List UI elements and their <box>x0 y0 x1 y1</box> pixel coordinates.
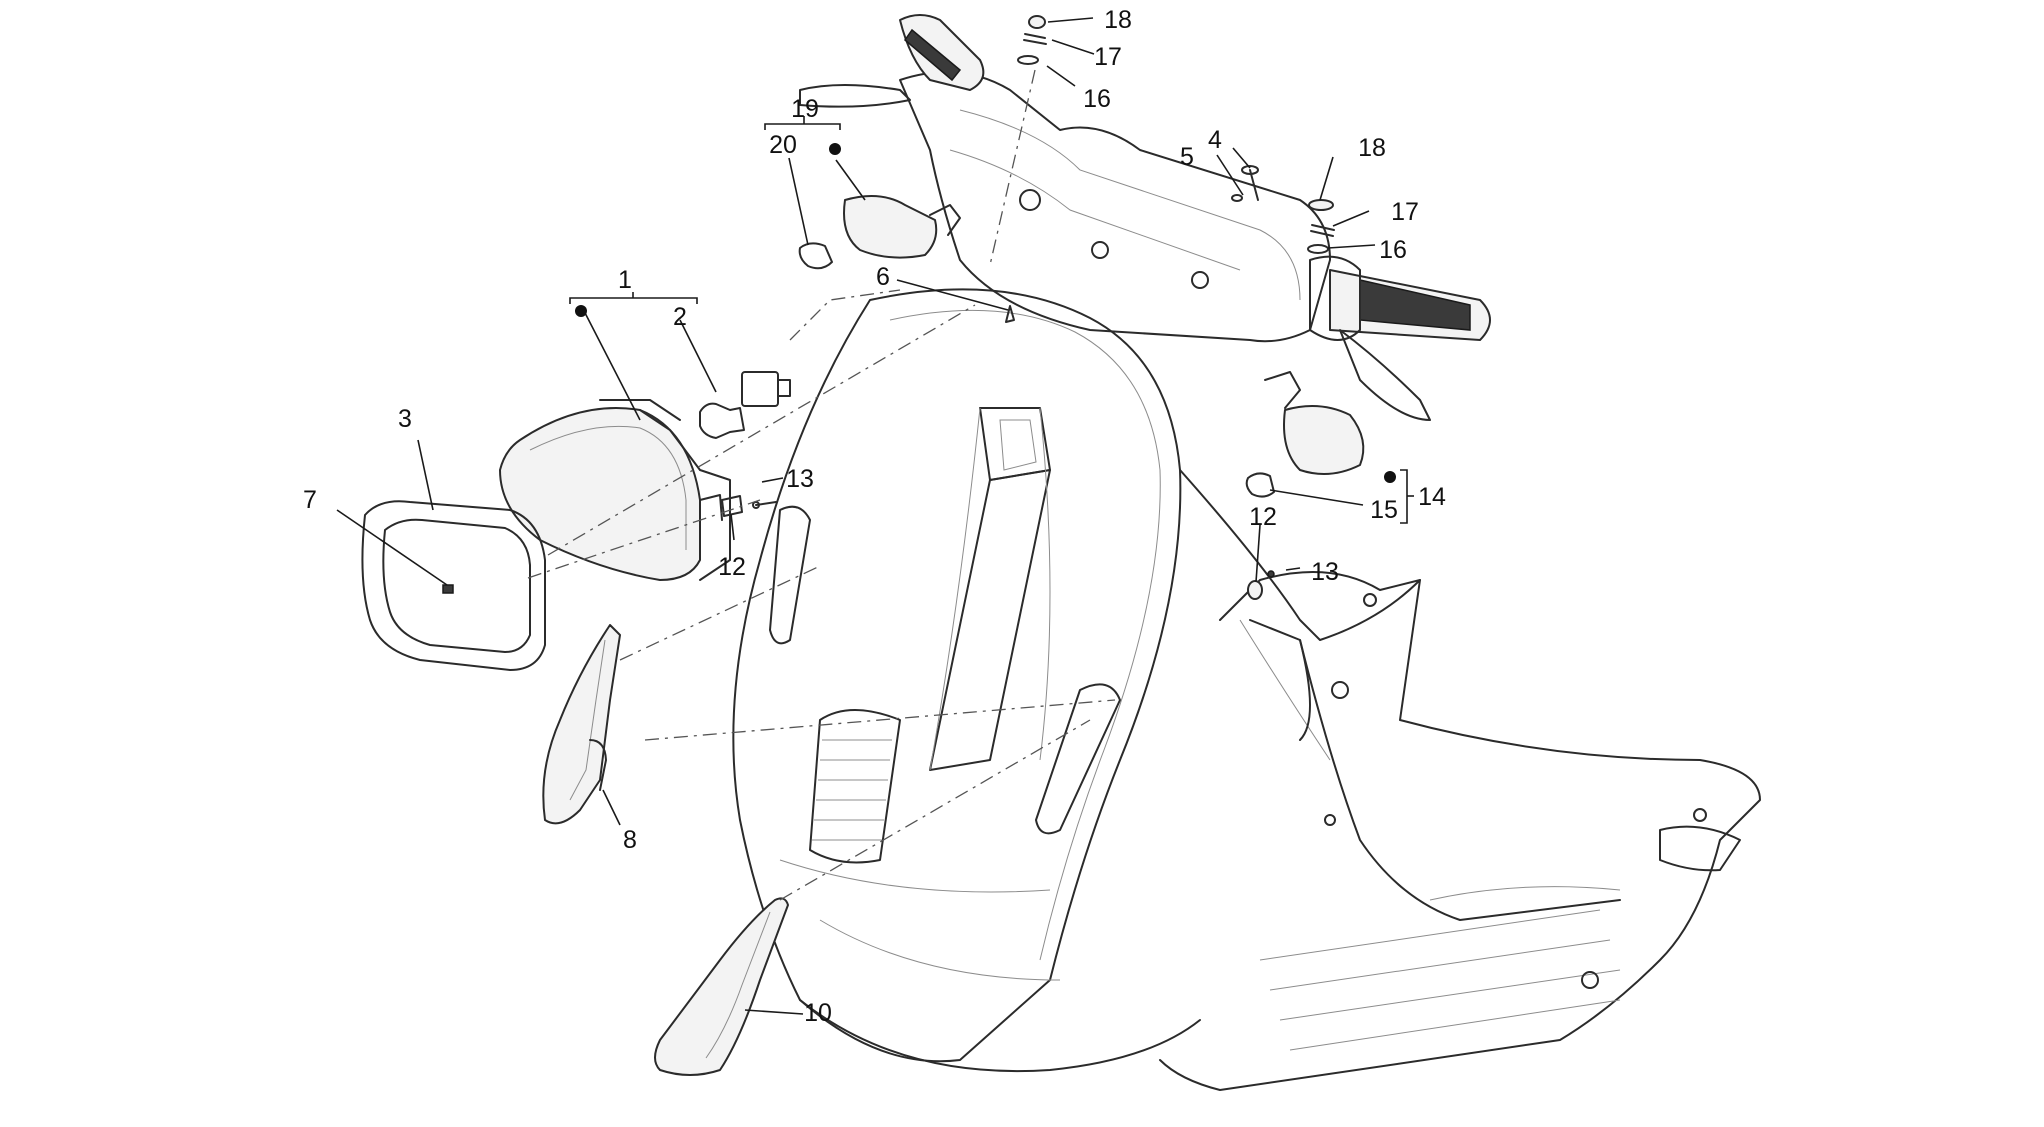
headlamp-rim <box>361 500 546 671</box>
callout-16-top: 16 <box>1083 85 1111 113</box>
callout-12-right: 12 <box>1249 503 1277 531</box>
assembly-guide-lines <box>527 69 1116 901</box>
group-marker-dot <box>575 305 587 317</box>
callout-12-left: 12 <box>718 553 746 581</box>
callout-7: 7 <box>303 486 317 514</box>
callout-6: 6 <box>876 263 890 291</box>
group-marker-dot <box>829 143 841 155</box>
leader-lines <box>336 17 1376 1015</box>
callout-4: 4 <box>1208 126 1222 154</box>
callout-10: 10 <box>804 999 832 1027</box>
group-marker-dot <box>1384 471 1396 483</box>
callout-18-right: 18 <box>1358 134 1386 162</box>
side-marker-light <box>542 624 621 825</box>
callout-16-right: 16 <box>1379 236 1407 264</box>
callout-14: 14 <box>1418 483 1446 511</box>
lower-reflector <box>654 897 789 1076</box>
callout-15: 15 <box>1370 496 1398 524</box>
callout-20: 20 <box>769 131 797 159</box>
callout-3: 3 <box>398 405 412 433</box>
callout-labels: 1 2 3 4 5 6 7 8 10 12 12 13 13 14 15 16 … <box>303 6 1446 1027</box>
grouping-brackets <box>569 116 1414 524</box>
headlamp-assembly <box>499 399 731 581</box>
callout-2: 2 <box>673 303 687 331</box>
callout-18-top: 18 <box>1104 6 1132 34</box>
callout-13-right: 13 <box>1311 558 1339 586</box>
front-indicator-left <box>798 195 961 270</box>
callout-1: 1 <box>618 266 632 294</box>
front-shield <box>732 288 1201 1073</box>
callout-8: 8 <box>623 826 637 854</box>
callout-17-right: 17 <box>1391 198 1419 226</box>
front-indicator-right <box>1245 371 1365 498</box>
handlebar <box>799 14 1491 421</box>
leg-shield-floorboard <box>1159 469 1761 1091</box>
callout-13-left: 13 <box>786 465 814 493</box>
callout-19: 19 <box>791 95 819 123</box>
callout-5: 5 <box>1180 143 1194 171</box>
callout-17-top: 17 <box>1094 43 1122 71</box>
headlamp-bulb <box>699 371 791 439</box>
